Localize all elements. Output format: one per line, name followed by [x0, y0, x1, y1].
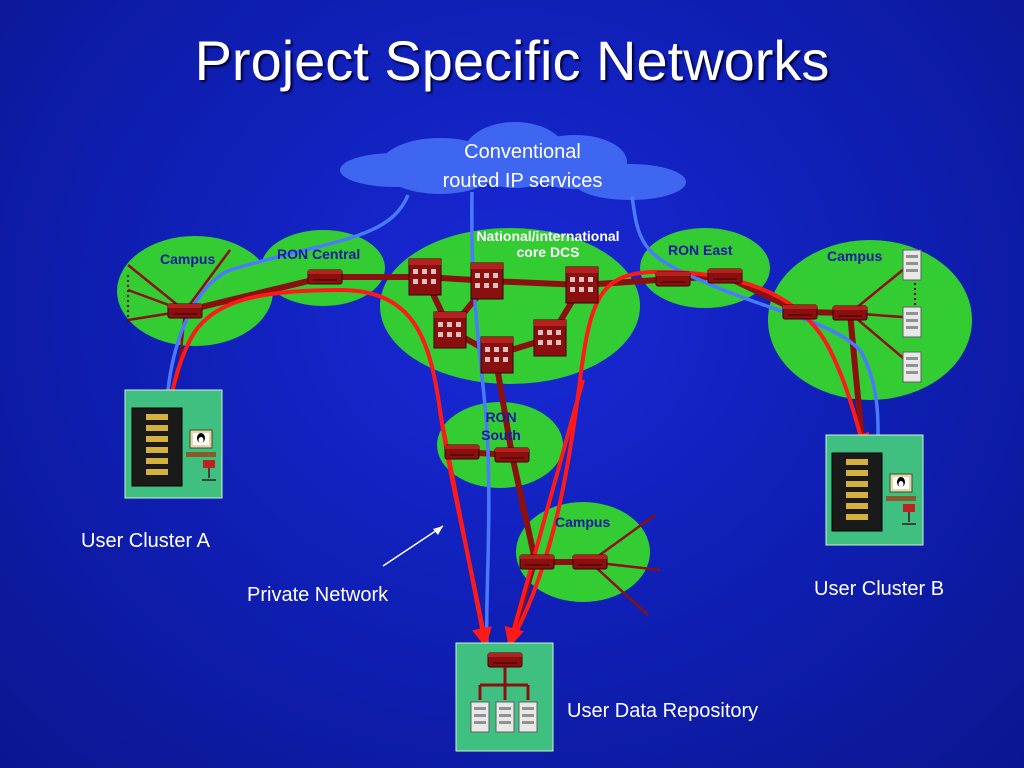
campus-left-label: Campus — [160, 251, 216, 267]
router-icon — [494, 447, 530, 463]
campus-bottom-label: Campus — [555, 514, 611, 530]
switch-icon — [408, 258, 442, 296]
router-icon — [655, 271, 691, 287]
switch-icon — [533, 319, 567, 357]
campus-right-label: Campus — [827, 248, 883, 264]
region-campus-left — [117, 236, 273, 346]
penguin-icon — [897, 477, 905, 487]
ron-central-label: RON Central — [277, 246, 361, 262]
switch-icon — [470, 262, 504, 300]
region-ron-east — [640, 228, 770, 308]
router-icon — [782, 304, 818, 320]
region-ron-south — [437, 402, 563, 488]
server-rack-icon — [131, 407, 183, 487]
ron-south-label-line2: South — [481, 427, 521, 443]
core-dcs-label: National/international core DCS — [448, 228, 648, 260]
ron-east-label: RON East — [668, 242, 733, 258]
user-cluster-b-label: User Cluster B — [814, 578, 945, 600]
server-icon — [470, 701, 490, 733]
user-cluster-a-panel — [124, 389, 223, 499]
private-network-label: Private Network — [247, 584, 389, 606]
server-icon — [518, 701, 538, 733]
campus-servers — [902, 249, 922, 383]
server-icon — [902, 249, 922, 281]
core-dcs-label-line2: core DCS — [516, 244, 580, 260]
router-icon — [832, 305, 868, 321]
core-dcs-label-line1: National/international — [476, 228, 620, 244]
cloud-label: Conventional routed IP services — [400, 138, 645, 196]
server-icon — [902, 351, 922, 383]
router-icon — [572, 554, 608, 570]
ron-south-label-line1: RON — [485, 409, 517, 425]
cloud-label-line2: routed IP services — [442, 170, 603, 192]
user-data-repository-panel — [455, 642, 554, 752]
penguin-icon — [197, 433, 205, 443]
switch-icon — [565, 266, 599, 304]
region-campus-bottom — [516, 502, 650, 602]
router-icon — [487, 652, 523, 668]
switch-icon — [480, 336, 514, 374]
user-cluster-b-panel — [825, 434, 924, 546]
switch-icon — [433, 311, 467, 349]
user-cluster-a-label: User Cluster A — [81, 530, 210, 552]
router-icon — [307, 269, 343, 285]
arrow-icon — [382, 525, 444, 567]
private-network-arrow-tail — [504, 379, 585, 648]
server-rack-icon — [831, 452, 883, 532]
router-icon — [167, 303, 203, 319]
cloud-label-line1: Conventional — [464, 141, 581, 163]
router-icon — [707, 268, 743, 284]
server-icon — [495, 701, 515, 733]
ip-cloud — [340, 122, 686, 200]
chair-icon — [902, 504, 916, 525]
ron-south-label: RON South — [470, 408, 532, 444]
router-icon — [519, 554, 555, 570]
server-icon — [902, 306, 922, 338]
page-title: Project Specific Networks — [194, 29, 830, 92]
chair-icon — [202, 460, 216, 481]
user-data-repository-label: User Data Repository — [567, 700, 759, 722]
router-icon — [444, 444, 480, 460]
